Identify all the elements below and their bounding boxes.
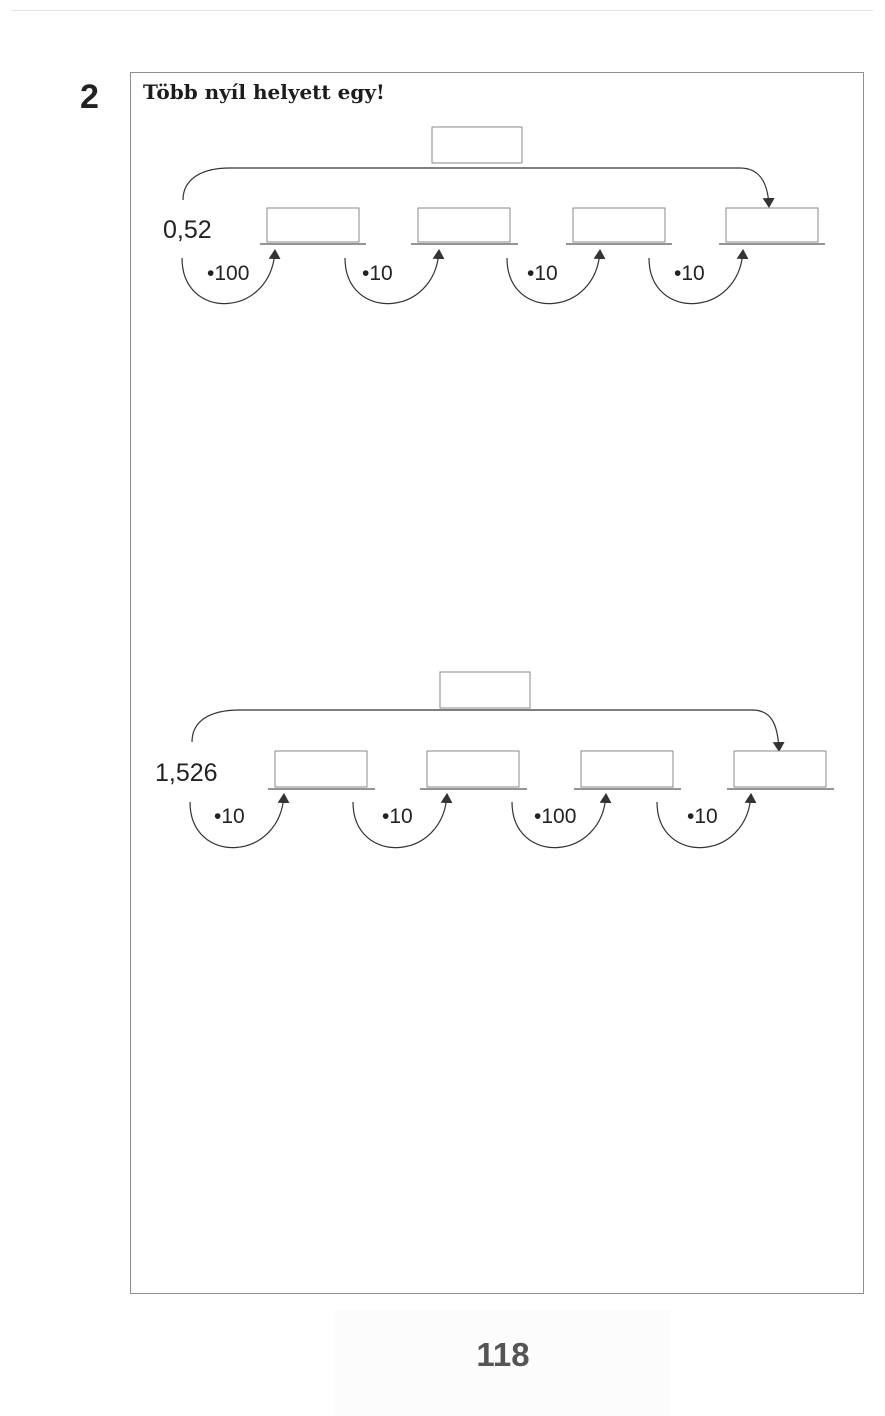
chain-2-step-2-arrow — [352, 793, 453, 849]
chain-2-step-1-arrow — [189, 793, 290, 849]
chain-1-step-1-arrow — [181, 249, 281, 305]
chain-1-step-2-answer-box[interactable] — [417, 207, 511, 243]
chain-2-step-4-operator: •10 — [687, 805, 718, 828]
chain-2-total-answer-box[interactable] — [439, 671, 531, 709]
chain-2: 1,526 •10 •10 •100 •10 — [155, 671, 834, 849]
task-number: 2 — [80, 78, 99, 116]
chain-2-start-value: 1,526 — [155, 759, 218, 787]
chain-2-step-1-answer-box[interactable] — [274, 750, 368, 788]
chain-2-step-2-operator: •10 — [382, 805, 413, 828]
chain-2-step-4-answer-box[interactable] — [733, 750, 827, 788]
task-frame — [130, 72, 864, 1294]
chain-1-step-2-operator: •10 — [362, 262, 393, 285]
chain-1-step-3-answer-box[interactable] — [572, 207, 666, 243]
chain-2-step-4-arrow — [656, 793, 757, 849]
chain-2-step-3-answer-box[interactable] — [580, 750, 674, 788]
chain-1-step-1-answer-box[interactable] — [266, 207, 360, 243]
task-title: Több nyíl helyett egy! — [143, 80, 385, 104]
chain-2-step-3-arrow — [511, 793, 612, 849]
top-rule — [12, 10, 873, 11]
chain-1-total-answer-box[interactable] — [431, 126, 523, 164]
chain-2-step-1-operator: •10 — [214, 805, 245, 828]
chain-1-step-4-answer-box[interactable] — [725, 207, 819, 243]
chain-1-step-4-operator: •10 — [674, 262, 705, 285]
chain-1-step-3-arrow — [506, 249, 606, 305]
chain-2-total-arrow — [191, 709, 785, 752]
chain-1-total-arrow — [182, 167, 775, 208]
footer-band — [335, 1310, 670, 1416]
chain-1-step-3-operator: •10 — [527, 262, 558, 285]
chain-1-step-1-operator: •100 — [207, 262, 249, 285]
chain-1-step-4-arrow — [648, 249, 749, 305]
chain-1-step-2-arrow — [344, 249, 445, 305]
chain-2-step-2-answer-box[interactable] — [426, 750, 520, 788]
chain-1-start-value: 0,52 — [163, 216, 212, 244]
chain-2-step-3-operator: •100 — [534, 805, 576, 828]
chain-1: 0,52 •100 •10 •10 •10 — [163, 126, 825, 305]
page-number: 118 — [476, 1336, 530, 1373]
